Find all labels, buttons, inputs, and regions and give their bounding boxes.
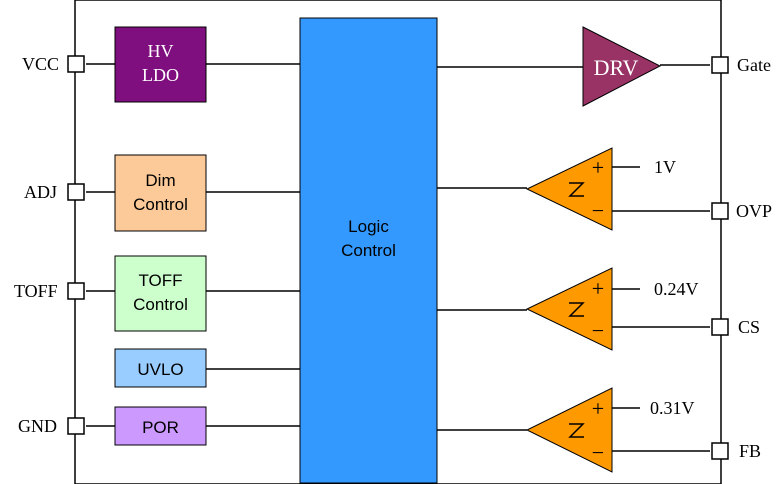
- toff-control-block: TOFF Control: [114, 255, 207, 332]
- gnd-pin: [67, 417, 85, 435]
- por-box: [114, 406, 207, 446]
- comparator-fb-triangle: [525, 387, 613, 473]
- toff-control-line2: Control: [133, 295, 188, 314]
- hv-ldo-box: [114, 26, 207, 103]
- gate-label: Gate: [737, 55, 771, 75]
- dim-control-box: [114, 154, 207, 232]
- fb-label: FB: [739, 441, 761, 461]
- hv-ldo-line1: HV: [148, 41, 174, 61]
- hv-ldo-block: HV LDO: [114, 26, 207, 103]
- hysteresis-icon: [568, 182, 585, 197]
- adj-label: ADJ: [24, 182, 57, 202]
- cs-pin: [711, 318, 729, 336]
- gnd-label: GND: [18, 416, 57, 436]
- uvlo-block: UVLO: [114, 348, 207, 388]
- comparator-ovp-triangle: [525, 147, 613, 231]
- dim-control-line1: Dim: [145, 171, 175, 190]
- hysteresis-icon: [568, 423, 585, 438]
- comparator-ovp-minus: −: [592, 198, 604, 223]
- por-label: POR: [142, 418, 179, 437]
- cs-label: CS: [738, 317, 760, 337]
- uvlo-label: UVLO: [137, 360, 183, 379]
- logic-control-line1: Logic: [348, 217, 389, 236]
- comparator-cs-plus: +: [592, 276, 604, 301]
- ref-0-31v-label: 0.31V: [650, 398, 695, 418]
- ovp-pin: [711, 202, 729, 220]
- vcc-pin: [67, 55, 85, 73]
- logic-control-block: Logic Control: [299, 17, 438, 484]
- dim-control-block: Dim Control: [114, 154, 207, 232]
- ref-1v-label: 1V: [654, 157, 676, 177]
- comparator-cs: + −: [525, 267, 613, 351]
- ovp-label: OVP: [736, 201, 772, 221]
- comparator-cs-triangle: [525, 267, 613, 351]
- comparator-ovp: + −: [525, 147, 613, 231]
- ref-0-24v-label: 0.24V: [654, 279, 699, 299]
- comparator-fb: + −: [525, 387, 613, 473]
- logic-control-box: [299, 17, 438, 484]
- gate-pin: [711, 56, 729, 74]
- drv-buffer: DRV: [582, 26, 662, 107]
- adj-pin: [67, 183, 85, 201]
- dim-control-line2: Control: [133, 195, 188, 214]
- comparator-fb-minus: −: [592, 440, 604, 465]
- fb-pin: [711, 442, 729, 460]
- toff-control-line1: TOFF: [138, 271, 182, 290]
- hysteresis-icon: [568, 302, 585, 317]
- hv-ldo-line2: LDO: [142, 65, 179, 85]
- comparator-ovp-plus: +: [592, 155, 604, 180]
- toff-control-box: [114, 255, 207, 332]
- vcc-label: VCC: [22, 54, 59, 74]
- logic-control-line2: Control: [341, 241, 396, 260]
- por-block: POR: [114, 406, 207, 446]
- uvlo-box: [114, 348, 207, 388]
- toff-label: TOFF: [14, 281, 58, 301]
- drv-triangle: [582, 26, 662, 107]
- comparator-fb-plus: +: [592, 396, 604, 421]
- toff-pin: [67, 282, 85, 300]
- comparator-cs-minus: −: [592, 318, 604, 343]
- drv-label: DRV: [594, 55, 639, 80]
